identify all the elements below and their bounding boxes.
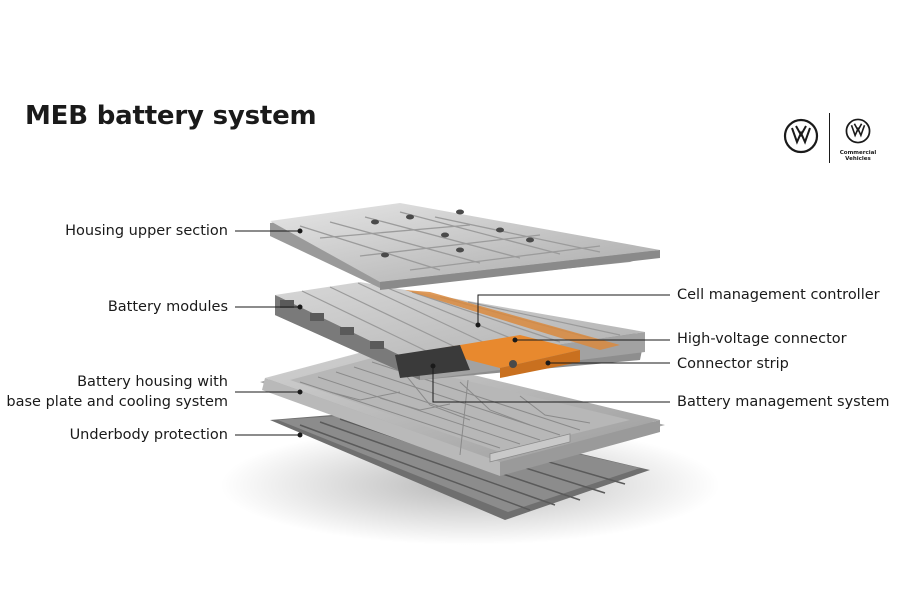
- leader-lines: [235, 228, 670, 438]
- label-cell-management-controller: Cell management controller: [677, 287, 880, 303]
- label-connector-strip: Connector strip: [677, 356, 789, 372]
- label-battery-management-system: Battery management system: [677, 394, 890, 410]
- logo-divider: [829, 113, 830, 163]
- battery-housing: [260, 350, 665, 476]
- label-high-voltage-connector: High-voltage connector: [677, 331, 847, 347]
- label-housing-upper-section: Housing upper section: [65, 223, 228, 239]
- page-title: MEB battery system: [25, 101, 317, 131]
- housing-upper-section: [270, 203, 660, 290]
- label-battery-modules: Battery modules: [107, 299, 228, 315]
- vw-logo-icon: [783, 118, 819, 154]
- battery-modules: [275, 282, 645, 380]
- vw-commercial-logo-icon: [845, 118, 871, 144]
- label-battery-housing-line2: base plate and cooling system: [6, 394, 228, 410]
- label-underbody-protection: Underbody protection: [69, 427, 228, 443]
- label-battery-housing: Battery housing with base plate and cool…: [6, 372, 228, 412]
- label-battery-housing-line1: Battery housing with: [77, 374, 228, 390]
